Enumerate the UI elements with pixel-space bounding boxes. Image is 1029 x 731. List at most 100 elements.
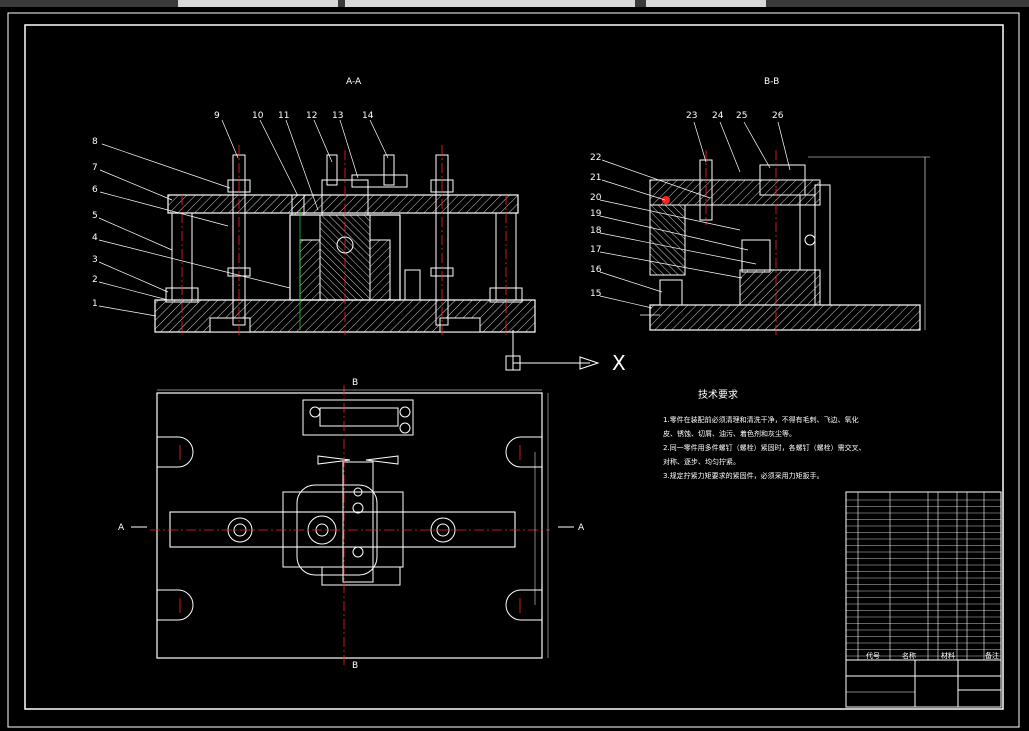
parts-list-rows [846, 499, 1001, 657]
bracket-hole [399, 422, 411, 434]
callout-label: 26 [772, 111, 784, 121]
callout-label: 5 [92, 211, 98, 221]
top-bracket [302, 399, 414, 436]
callout-label: 9 [214, 111, 220, 121]
callout-label: 19 [590, 209, 602, 219]
callout-label: 15 [590, 289, 601, 299]
locator-pin [404, 269, 421, 301]
nut-circle [436, 523, 450, 537]
slide-hole [352, 546, 364, 558]
bb-top-plate [649, 179, 821, 206]
sheet-inner-border [24, 24, 1004, 710]
callout-label: 25 [736, 111, 747, 121]
u-slot [157, 589, 194, 621]
tech-line: 2.同一零件用多件螺钉（螺栓）紧固时，各螺钉（螺栓）需交叉、 [663, 443, 866, 452]
callout-label: 2 [92, 275, 98, 285]
callout-label: 7 [92, 163, 98, 173]
side-block [369, 239, 391, 301]
top-callout-group-right: 23 24 25 26 [686, 111, 784, 121]
callout-label: 18 [590, 226, 602, 236]
callout-label: 8 [92, 137, 98, 147]
section-mark-b-top: B [352, 378, 358, 388]
callout-label: 13 [332, 111, 343, 121]
bb-nut [741, 239, 771, 273]
bracket-hole [399, 406, 411, 418]
technical-requirements: 技术要求 1.零件在装配前必须清理和清洗干净，不得有毛刺、飞边、氧化 皮、锈蚀、… [663, 388, 866, 480]
section-bb-label: B-B [764, 77, 779, 87]
tech-line: 对称、逐步、均匀拧紧。 [663, 457, 740, 466]
callout-label: 16 [590, 265, 602, 275]
slide-hole [352, 502, 364, 514]
plan-view: A A B B [118, 378, 585, 671]
title-bar-segment [345, 0, 635, 7]
clamp-lever [351, 174, 408, 188]
sheet-outer-border [7, 12, 1020, 728]
side-block [299, 239, 321, 301]
clamp-stud [326, 154, 338, 186]
bb-plate-side [814, 184, 831, 306]
bb-center-dot [662, 196, 670, 204]
ucs-axis-icon: X [505, 330, 626, 375]
ucs-x-label: X [612, 351, 626, 375]
bracket-hole [309, 406, 321, 418]
u-slot [157, 436, 194, 468]
u-slot [505, 436, 542, 468]
cad-drawing-canvas[interactable]: A-A 8 7 [0, 7, 1029, 731]
leaders [98, 119, 791, 317]
bb-base-plate [649, 304, 921, 331]
nut-circle [430, 517, 456, 543]
tech-line: 1.零件在装配前必须清理和清洗干净，不得有毛刺、飞边、氧化 [663, 415, 859, 424]
title-bar-segment [646, 0, 766, 7]
bb-clamp [759, 164, 806, 196]
callout-label: 21 [590, 173, 601, 183]
header-code: 代号 [866, 651, 880, 660]
tech-line: 皮、锈蚀、切屑、油污、着色剂和灰尘等。 [663, 429, 796, 438]
section-mark-a-left: A [118, 523, 125, 533]
spacer [291, 194, 305, 216]
section-bb-view: B-B [640, 77, 930, 335]
top-bracket-slot [319, 407, 399, 427]
bb-hole [804, 234, 816, 246]
header-remark: 备注 [985, 651, 999, 660]
screw-nut [227, 179, 251, 193]
callout-label: 22 [590, 153, 601, 163]
wing-lever [317, 455, 351, 465]
tech-line: 3.规定拧紧力矩要求的紧固件，必须采用力矩扳手。 [663, 471, 824, 480]
callout-label: 3 [92, 255, 98, 265]
callout-label: 14 [362, 111, 374, 121]
callout-label: 17 [590, 245, 601, 255]
u-slot [505, 589, 542, 621]
callout-label: 12 [306, 111, 317, 121]
bb-support [649, 204, 686, 276]
tech-title: 技术要求 [698, 388, 738, 401]
slide-hole [353, 487, 363, 497]
section-mark-a-right: A [578, 523, 585, 533]
callout-label: 1 [92, 299, 98, 309]
screw-nut [430, 179, 454, 193]
bb-block [739, 269, 821, 306]
parts-list: 代号 名称 材料 备注 [845, 491, 1002, 708]
callout-label: 23 [686, 111, 697, 121]
header-name: 名称 [902, 651, 916, 660]
center-slide [342, 461, 374, 583]
lower-block [321, 566, 401, 586]
title-bar [0, 0, 1029, 7]
section-mark-b-bottom: B [352, 661, 358, 671]
parts-list-frame [845, 491, 1002, 708]
plan-outline [156, 392, 543, 659]
section-aa-view: A-A [154, 77, 536, 335]
wing-lever [365, 455, 399, 465]
callout-label: 10 [252, 111, 264, 121]
section-aa-label: A-A [346, 77, 362, 87]
callout-label: 24 [712, 111, 724, 121]
header-material: 材料 [941, 651, 955, 660]
ucs-arrow-icon [579, 356, 600, 370]
bb-side [799, 194, 816, 271]
callout-label: 4 [92, 233, 98, 243]
callout-label: 20 [590, 193, 602, 203]
clamp-stud [383, 154, 395, 186]
title-bar-segment [178, 0, 338, 7]
base-slot [209, 317, 251, 333]
upper-clamp [321, 179, 369, 216]
